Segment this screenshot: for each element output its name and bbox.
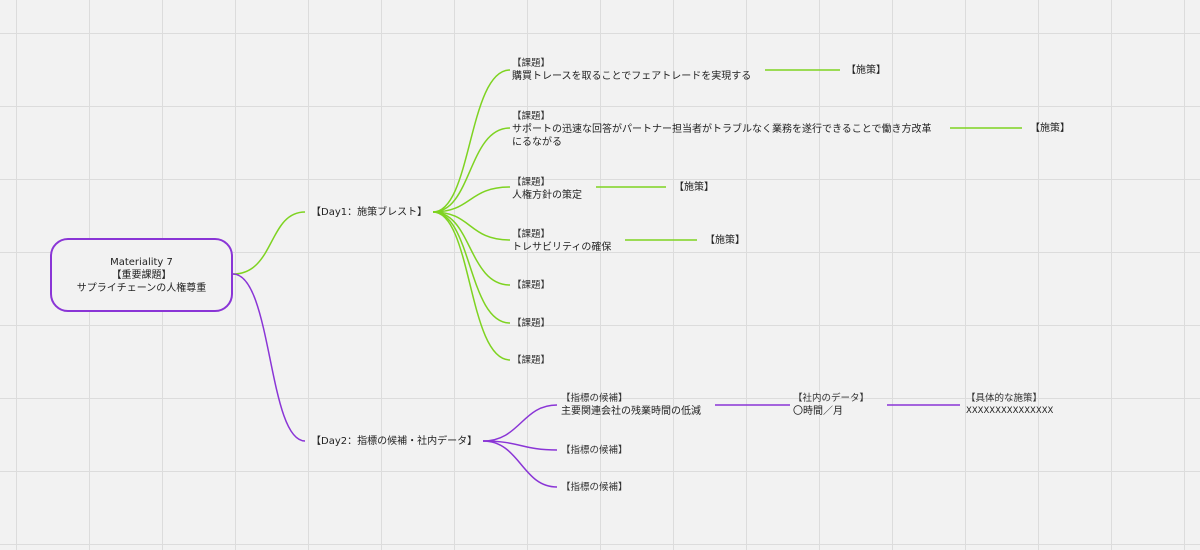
- measure-label: 【施策】: [705, 235, 745, 246]
- specific-measure-value: XXXXXXXXXXXXXXX: [966, 406, 1054, 416]
- root-topic: サプライチェーンの人権尊重: [76, 282, 207, 294]
- measure-node-3[interactable]: 【施策】: [674, 181, 714, 194]
- measure-label: 【施策】: [1030, 123, 1070, 134]
- specific-measure-heading: 【具体的な施策】: [966, 393, 1043, 404]
- candidate-node-3[interactable]: 【指標の候補】: [561, 481, 628, 494]
- issue-node-6[interactable]: 【課題】: [512, 317, 550, 330]
- measure-node-4[interactable]: 【施策】: [705, 234, 745, 247]
- day2-label: 【Day2：指標の候補・社内データ】: [311, 436, 478, 447]
- candidate-heading: 【指標の候補】: [561, 482, 628, 493]
- day2-node[interactable]: 【Day2：指標の候補・社内データ】: [311, 435, 477, 448]
- issue-text: 人権方針の策定: [512, 190, 582, 201]
- candidate-node-2[interactable]: 【指標の候補】: [561, 444, 628, 457]
- candidate-heading: 【指標の候補】: [561, 445, 628, 456]
- day1-to-issue-3-connector: [432, 186, 511, 213]
- issue-text-continued: にるながる: [512, 137, 562, 148]
- root-node[interactable]: Materiality 7 【重要課題】 サプライチェーンの人権尊重: [50, 238, 233, 312]
- issue-node-4[interactable]: 【課題】 トレサビリティの確保: [512, 228, 611, 254]
- day2-to-candidate-3-connector: [482, 440, 558, 488]
- issue-node-5[interactable]: 【課題】: [512, 279, 550, 292]
- issue-heading: 【課題】: [512, 229, 551, 240]
- day2-to-candidate-2-connector: [482, 440, 558, 451]
- day1-to-issue-5-connector: [432, 211, 511, 286]
- issue-node-7[interactable]: 【課題】: [512, 354, 550, 367]
- issue-heading: 【課題】: [512, 177, 551, 188]
- measure-node-2[interactable]: 【施策】: [1030, 122, 1070, 135]
- internal-data-value: 〇時間／月: [793, 406, 843, 417]
- issue-heading: 【課題】: [512, 111, 551, 122]
- candidate-node-1[interactable]: 【指標の候補】 主要関連会社の残業時間の低減: [561, 392, 701, 418]
- day1-label: 【Day1：施策ブレスト】: [311, 207, 428, 218]
- measure-node-1[interactable]: 【施策】: [846, 64, 886, 77]
- issue-text: 購買トレースを取ることでフェアトレードを実現する: [512, 71, 752, 82]
- root-to-day2-connector: [232, 273, 306, 442]
- candidate-text: 主要関連会社の残業時間の低減: [561, 406, 701, 417]
- day2-to-candidate-1-connector: [482, 404, 558, 442]
- measure-label: 【施策】: [674, 182, 714, 193]
- measure-label: 【施策】: [846, 65, 886, 76]
- internal-data-node[interactable]: 【社内のデータ】 〇時間／月: [793, 392, 869, 418]
- issue-heading: 【課題】: [512, 318, 551, 329]
- root-heading: 【重要課題】: [111, 269, 172, 281]
- day1-to-issue-6-connector: [432, 211, 511, 324]
- issue-node-3[interactable]: 【課題】 人権方針の策定: [512, 176, 582, 202]
- root-to-day1-connector: [232, 211, 306, 275]
- internal-data-heading: 【社内のデータ】: [793, 393, 870, 404]
- day1-to-issue-1-connector: [432, 69, 511, 213]
- root-title: Materiality 7: [110, 256, 173, 268]
- day1-to-issue-7-connector: [432, 211, 511, 361]
- day1-to-issue-4-connector: [432, 211, 511, 241]
- issue-heading: 【課題】: [512, 58, 551, 69]
- issue-node-2[interactable]: 【課題】 サポートの迅速な回答がパートナー担当者がトラブルなく業務を遂行できるこ…: [512, 110, 932, 149]
- issue-text: サポートの迅速な回答がパートナー担当者がトラブルなく業務を遂行できることで働き方…: [512, 124, 932, 135]
- specific-measure-node[interactable]: 【具体的な施策】 XXXXXXXXXXXXXXX: [966, 392, 1053, 418]
- issue-heading: 【課題】: [512, 280, 551, 291]
- issue-heading: 【課題】: [512, 355, 551, 366]
- issue-node-1[interactable]: 【課題】 購買トレースを取ることでフェアトレードを実現する: [512, 57, 751, 83]
- issue-text: トレサビリティの確保: [512, 242, 612, 253]
- day1-to-issue-2-connector: [432, 127, 511, 213]
- candidate-heading: 【指標の候補】: [561, 393, 628, 404]
- day1-node[interactable]: 【Day1：施策ブレスト】: [311, 206, 427, 219]
